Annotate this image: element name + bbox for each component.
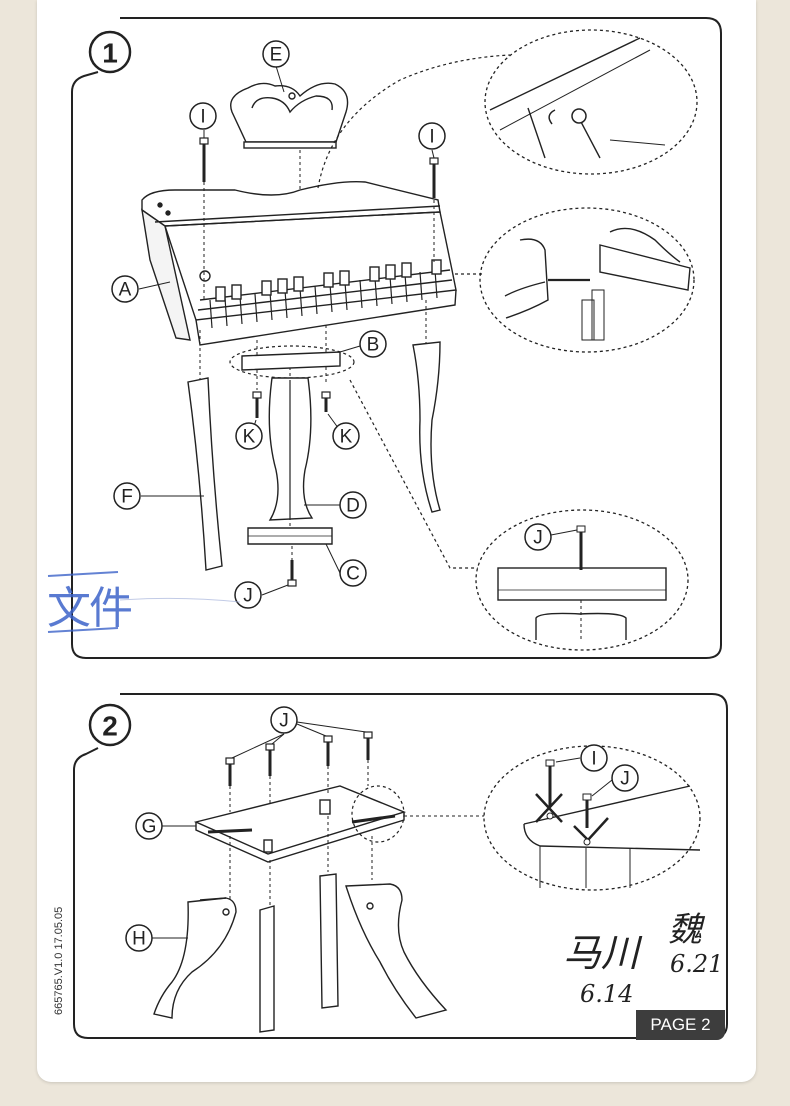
callout2-i: I — [580, 744, 608, 772]
stool-legs-h — [153, 873, 448, 1033]
handwritten-date-right: 6.21 — [670, 950, 724, 978]
screws-k — [252, 391, 331, 418]
piano-body — [141, 181, 457, 346]
svg-text:E: E — [270, 45, 283, 66]
handwritten-note-right: 魏 — [668, 910, 702, 950]
document-stamp: 文件 — [47, 583, 133, 634]
svg-text:I: I — [429, 127, 434, 148]
svg-text:B: B — [367, 335, 380, 356]
handwritten-note-left: 马川 — [563, 931, 640, 975]
svg-text:A: A — [119, 280, 132, 301]
step2-number: 2 — [102, 711, 118, 742]
callout-i-left: I — [189, 102, 217, 130]
svg-text:H: H — [132, 929, 146, 950]
detail-music-stand-bolt — [484, 29, 698, 175]
page-label: PAGE 2 — [636, 1010, 725, 1040]
callout-d: D — [339, 491, 367, 519]
callout-j: J — [234, 581, 262, 609]
screws-i — [199, 137, 439, 300]
stool-seat-g — [193, 785, 407, 863]
leg-f — [187, 377, 223, 571]
step1-number: 1 — [102, 38, 118, 69]
callout-j-detail: J — [524, 523, 578, 551]
svg-text:I: I — [591, 749, 596, 770]
svg-text:J: J — [620, 769, 630, 790]
svg-text:K: K — [340, 427, 353, 448]
svg-text:F: F — [121, 487, 133, 508]
callout-c: C — [339, 559, 367, 587]
callout2-j: J — [270, 706, 298, 734]
svg-text:C: C — [346, 564, 360, 585]
callout2-h: H — [125, 924, 153, 952]
step2-panel: 2 — [73, 693, 728, 1039]
callout2-g: G — [135, 812, 163, 840]
callout-k-right: K — [332, 422, 360, 450]
step1-panel: 1 — [71, 17, 722, 659]
screws-j-set — [225, 731, 373, 786]
callout-f: F — [113, 482, 141, 510]
callout-i-right: I — [418, 122, 446, 150]
callout-k-left: K — [235, 422, 263, 450]
pedal-post-d — [268, 377, 314, 521]
step1-number-badge: 1 — [88, 30, 132, 74]
callout-e: E — [262, 40, 290, 68]
screw-j — [287, 546, 297, 587]
svg-text:G: G — [142, 817, 157, 838]
version-code: 665765.V1.0 17.05.05 — [53, 906, 65, 1015]
svg-text:D: D — [346, 496, 360, 517]
bar-b — [229, 345, 355, 379]
detail-seat-screw-check — [483, 745, 701, 891]
detail-pedal-bar — [475, 509, 689, 651]
svg-text:K: K — [243, 427, 256, 448]
callout2-j-detail: J — [611, 764, 639, 792]
svg-text:I: I — [200, 107, 205, 128]
callout-b: B — [359, 330, 387, 358]
svg-text:J: J — [279, 711, 289, 732]
leg-right — [412, 341, 441, 513]
svg-text:J: J — [243, 586, 253, 607]
music-stand — [230, 82, 349, 149]
handwritten-date-left: 6.14 — [580, 980, 634, 1008]
step2-number-badge: 2 — [88, 703, 132, 747]
callout-a: A — [111, 275, 139, 303]
detail-keyboard-side — [455, 207, 695, 353]
svg-text:J: J — [533, 528, 543, 549]
